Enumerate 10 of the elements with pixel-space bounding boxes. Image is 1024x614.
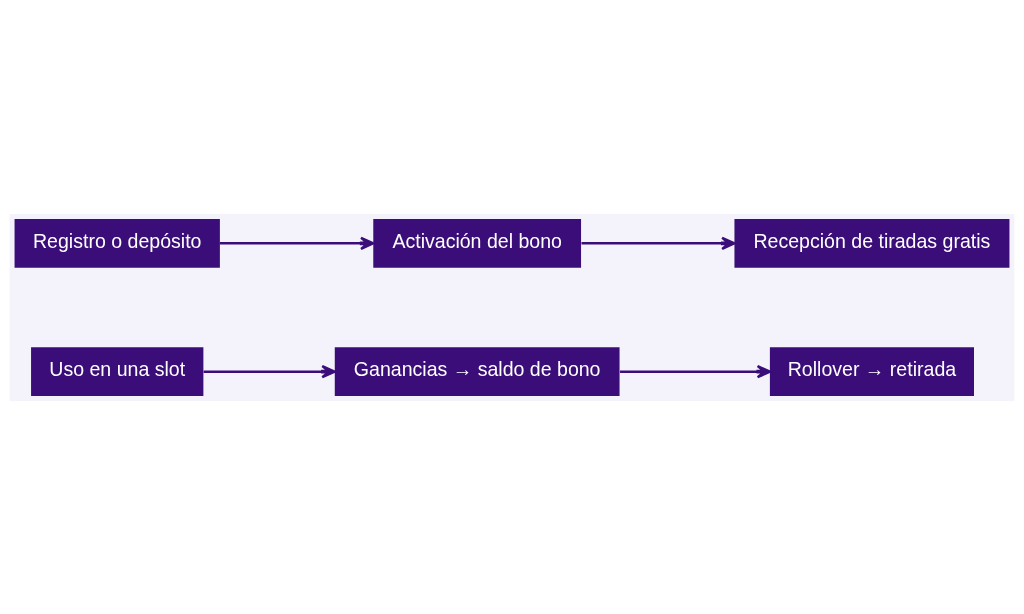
node-box: Registro o depósito	[14, 218, 220, 268]
node-box: Rollover → retirada	[769, 346, 974, 396]
arrow	[620, 364, 772, 378]
node-box: Activación del bono	[373, 218, 582, 268]
arrow	[219, 236, 375, 250]
node-box: Ganancias → saldo de bono	[334, 346, 620, 396]
arrow	[203, 364, 336, 378]
node-box: Uso en una slot	[31, 346, 204, 396]
arrow	[581, 236, 736, 250]
node-box: Recepción de tiradas gratis	[734, 218, 1010, 268]
